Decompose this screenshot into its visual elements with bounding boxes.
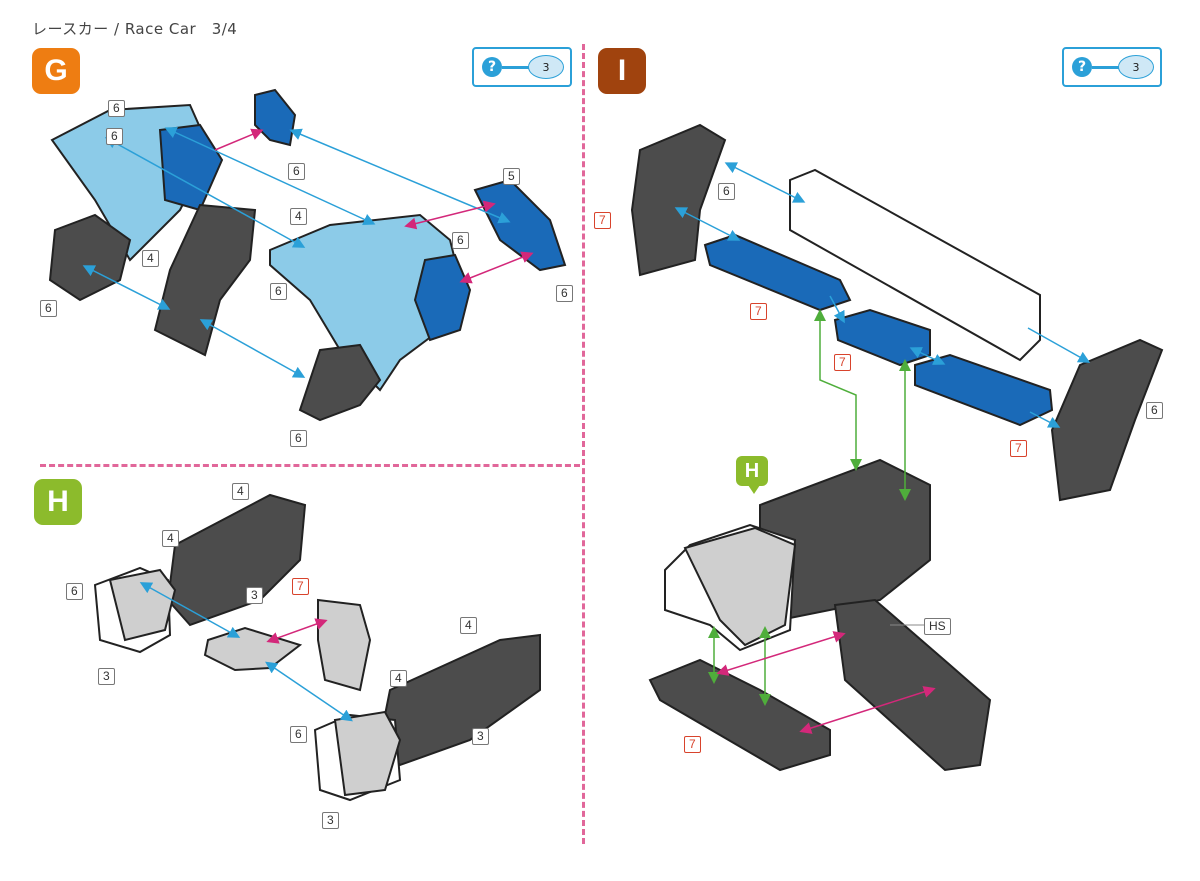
step-badge-h: H: [34, 479, 82, 525]
step-badge-g: G: [32, 48, 80, 94]
parts-help-box-i: ? 3: [1062, 47, 1162, 87]
piece-count-tag: 6: [1146, 402, 1163, 419]
piece-count-tag: 7: [750, 303, 767, 320]
piece-count-tag: 3: [472, 728, 489, 745]
piece-count-tag: 4: [290, 208, 307, 225]
page-title: レースカー / Race Car 3/4: [32, 20, 238, 38]
vertical-divider: [582, 44, 585, 844]
piece-count-tag: 6: [270, 283, 287, 300]
parts-help-box-g: ? 3: [472, 47, 572, 87]
hs-part-tag: HS: [924, 618, 951, 635]
piece-count-tag: 6: [288, 163, 305, 180]
piece-count-tag: 6: [106, 128, 123, 145]
connector-icon: [502, 66, 530, 69]
horizontal-divider: [40, 464, 580, 467]
piece-count-tag: 4: [460, 617, 477, 634]
piece-count-tag: 6: [556, 285, 573, 302]
piece-count-tag: 6: [290, 726, 307, 743]
piece-count-tag: 6: [290, 430, 307, 447]
piece-count-tag: 4: [390, 670, 407, 687]
question-icon: ?: [1072, 57, 1092, 77]
question-icon: ?: [482, 57, 502, 77]
step-h-pieces: [93, 493, 541, 802]
help-piece-count: 3: [528, 55, 564, 79]
piece-count-tag: 6: [40, 300, 57, 317]
piece-count-tag: 6: [66, 583, 83, 600]
piece-count-tag: 5: [503, 168, 520, 185]
help-piece-count: 3: [1118, 55, 1154, 79]
piece-count-tag: 7: [292, 578, 309, 595]
piece-count-tag: 6: [108, 100, 125, 117]
piece-count-tag: 6: [452, 232, 469, 249]
step-badge-i: I: [598, 48, 646, 94]
step-i-pieces: [630, 123, 1164, 772]
piece-count-tag: 7: [594, 212, 611, 229]
step-reference-h: H: [736, 456, 768, 494]
connector-icon: [1092, 66, 1120, 69]
piece-count-tag: 4: [162, 530, 179, 547]
piece-count-tag: 4: [142, 250, 159, 267]
piece-count-tag: 3: [98, 668, 115, 685]
piece-count-tag: 6: [718, 183, 735, 200]
piece-count-tag: 7: [834, 354, 851, 371]
piece-count-tag: 7: [1010, 440, 1027, 457]
step-g-pieces: [48, 88, 567, 422]
piece-count-tag: 7: [684, 736, 701, 753]
piece-count-tag: 3: [246, 587, 263, 604]
piece-count-tag: 4: [232, 483, 249, 500]
piece-count-tag: 3: [322, 812, 339, 829]
